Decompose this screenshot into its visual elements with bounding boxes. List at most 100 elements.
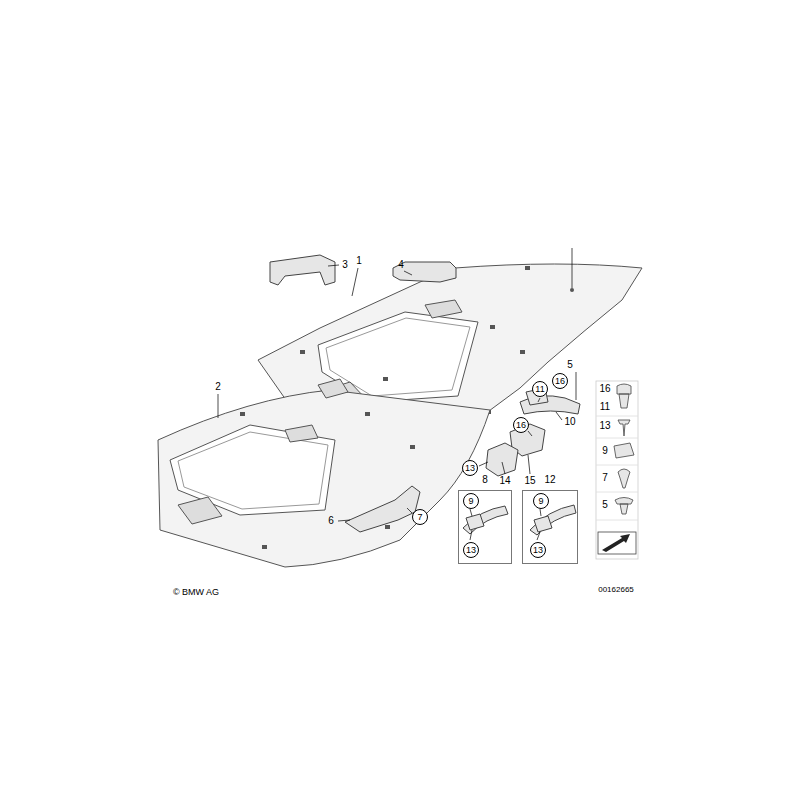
divider xyxy=(596,492,638,493)
part-group-box: 12913 xyxy=(522,490,578,564)
clip-hole xyxy=(490,325,495,329)
callout-number: 4 xyxy=(398,260,404,270)
handle-part xyxy=(530,505,576,535)
leader-line xyxy=(537,532,540,540)
callout-circle: 13 xyxy=(462,460,478,476)
callout-number: 7 xyxy=(602,473,608,483)
sunroof-opening xyxy=(318,312,478,402)
leader-line xyxy=(572,248,573,288)
circle-shape xyxy=(531,543,546,558)
callout-number: 14 xyxy=(499,476,510,486)
divider xyxy=(596,465,638,466)
callout-number: 7 xyxy=(417,513,422,522)
callout-circle: 11 xyxy=(532,381,548,397)
drawing-note: 00162665 xyxy=(598,586,634,594)
clip-hole xyxy=(300,350,305,354)
light-recess xyxy=(285,425,318,442)
headliner-lower xyxy=(158,379,490,567)
leader-line xyxy=(218,394,219,418)
clip-hole xyxy=(525,266,530,270)
callout-circle: 13 xyxy=(463,542,479,558)
brackets xyxy=(270,255,580,535)
clip-part xyxy=(534,516,552,532)
arrow-icon xyxy=(602,534,630,552)
visor-recess xyxy=(318,379,348,398)
leader-line xyxy=(502,462,505,474)
leader-line xyxy=(538,398,540,402)
clip-part xyxy=(466,514,484,530)
callout-number: 3 xyxy=(342,260,348,270)
arrow-icon-frame xyxy=(598,532,636,554)
leader-line xyxy=(479,462,488,466)
light-recess xyxy=(425,300,462,318)
callout-number: 9 xyxy=(468,497,473,506)
headliner-outline xyxy=(158,390,490,567)
leader-line xyxy=(470,530,472,540)
fastener-column xyxy=(596,381,638,559)
circle-shape xyxy=(534,494,549,509)
leader-line xyxy=(328,265,339,266)
callout-number: 16 xyxy=(555,377,565,386)
column-dividers xyxy=(596,416,638,520)
callout-number: 2 xyxy=(215,382,221,392)
callout-circle: 13 xyxy=(530,542,546,558)
clip-holes xyxy=(300,266,574,414)
clip-part xyxy=(486,443,518,476)
leader-line xyxy=(528,455,530,474)
clip-holes xyxy=(240,412,415,549)
clip-hole xyxy=(570,288,574,292)
circle-shape xyxy=(464,543,479,558)
leader-line xyxy=(338,520,350,521)
circle-shape xyxy=(413,510,428,525)
clip-hole xyxy=(240,412,245,416)
clip-hole xyxy=(410,445,415,449)
visor-recess xyxy=(178,497,222,524)
leader-line xyxy=(528,431,532,436)
clip-hole xyxy=(262,545,267,549)
clip-hole xyxy=(385,525,390,529)
callout-number: 5 xyxy=(602,500,608,510)
callout-circle: 7 xyxy=(412,509,428,525)
fastener-icons xyxy=(614,384,634,514)
callout-number: 16 xyxy=(516,421,526,430)
screw-head-icon xyxy=(617,384,631,408)
callout-circle: 16 xyxy=(513,417,529,433)
circle-shape xyxy=(464,494,479,509)
circle-shape xyxy=(463,461,478,476)
callout-number: 16 xyxy=(599,384,610,394)
leader-line xyxy=(576,372,577,400)
leader-line xyxy=(352,268,358,296)
callout-number: 13 xyxy=(465,464,475,473)
part-group-box: 8913 xyxy=(458,490,512,564)
callout-circle: 16 xyxy=(552,373,568,389)
callout-number: 10 xyxy=(564,417,575,427)
bracket-part xyxy=(270,255,335,285)
callout-number: 5 xyxy=(567,360,573,370)
pad-icon xyxy=(614,443,634,458)
drawing-note: © BMW AG xyxy=(173,588,219,597)
divider xyxy=(596,438,638,439)
screw-icon xyxy=(618,420,630,436)
callout-circle: 9 xyxy=(463,493,479,509)
rivet-icon xyxy=(615,498,633,515)
column-frame xyxy=(596,381,638,559)
callout-number: 1 xyxy=(356,256,362,266)
handle-part xyxy=(463,506,508,534)
leader-line xyxy=(407,508,412,513)
callout-number: 13 xyxy=(533,546,543,555)
circle-shape xyxy=(514,418,529,433)
circle-shape xyxy=(533,382,548,397)
bracket-part xyxy=(345,486,420,532)
callout-number: 9 xyxy=(538,497,543,506)
callout-circle: 9 xyxy=(533,493,549,509)
callout-number: 15 xyxy=(524,476,535,486)
leader-line xyxy=(540,509,541,516)
clip-hole xyxy=(365,412,370,416)
callout-number: 11 xyxy=(535,385,544,394)
clip-hole xyxy=(520,350,525,354)
callout-number: 13 xyxy=(599,421,610,431)
circle-shape xyxy=(553,374,568,389)
clip-icon xyxy=(618,469,630,488)
